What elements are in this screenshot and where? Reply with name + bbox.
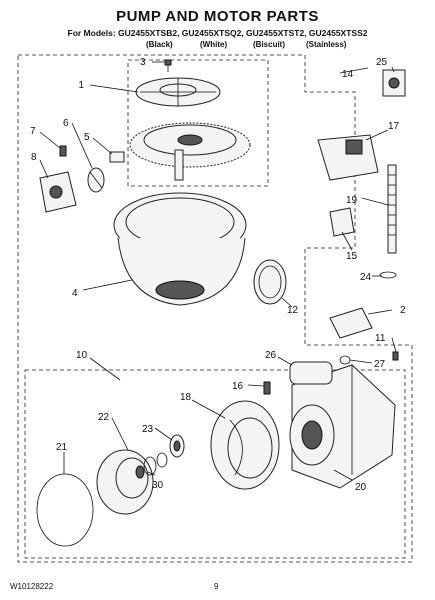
callout-4: 4 <box>72 288 78 299</box>
callout-3: 3 <box>140 57 146 68</box>
part-3-screw <box>164 59 172 72</box>
callout-10: 10 <box>76 350 88 361</box>
part-30-washer <box>135 465 145 479</box>
motor-assembly-boundary <box>24 369 406 559</box>
part-24-clamp <box>379 271 397 279</box>
part-2-cover <box>329 307 373 339</box>
callout-8: 8 <box>31 152 37 163</box>
part-12-seal <box>253 259 287 305</box>
color-label-white: (White) <box>200 40 228 49</box>
part-21-gasket <box>36 473 94 547</box>
part-17-diverter <box>317 134 379 181</box>
callout-30: 30 <box>152 480 164 491</box>
callout-24: 24 <box>360 272 372 283</box>
callout-6: 6 <box>63 118 69 129</box>
callout-15: 15 <box>346 251 358 262</box>
callout-16: 16 <box>232 381 244 392</box>
color-label-stainless: (Stainless) <box>306 40 347 49</box>
callout-20: 20 <box>355 482 367 493</box>
model-list: For Models: GU2455XTSB2, GU2455XTSQ2, GU… <box>67 28 368 38</box>
callout-26: 26 <box>265 350 277 361</box>
part-6-disc <box>87 167 105 193</box>
callout-14: 14 <box>342 69 354 80</box>
callout-12: 12 <box>287 305 299 316</box>
callout-7: 7 <box>30 126 36 137</box>
part-11-screw <box>392 351 399 361</box>
callout-17: 17 <box>388 121 400 132</box>
assembly-boundary <box>17 54 413 563</box>
callout-2: 2 <box>400 305 406 316</box>
callout-11: 11 <box>375 333 386 344</box>
part-20-motor <box>289 364 396 489</box>
callout-19: 19 <box>346 195 358 206</box>
callout-22: 22 <box>98 412 110 423</box>
part-15-bracket <box>329 207 355 237</box>
callout-23: 23 <box>142 424 154 435</box>
callout-21: 21 <box>56 442 68 453</box>
page-number: 9 <box>214 582 219 591</box>
filter-group-boundary <box>127 59 269 187</box>
part-18-impeller-housing <box>210 400 280 490</box>
part-26-capacitor <box>289 361 333 385</box>
page-title: PUMP AND MOTOR PARTS <box>116 8 319 25</box>
part-1-gear-assembly <box>129 122 251 181</box>
part-4-sump <box>113 192 247 306</box>
part-27-seal <box>339 355 351 365</box>
part-25-fitting <box>382 69 406 97</box>
callout-18: 18 <box>180 392 192 403</box>
part-8-switch <box>39 171 77 213</box>
callout-1: 1 <box>78 80 84 91</box>
part-19-hose <box>387 164 397 254</box>
document-id: W10128222 <box>10 582 54 591</box>
part-23-bearing <box>169 434 185 458</box>
color-label-black: (Black) <box>146 40 173 49</box>
callout-5: 5 <box>84 132 90 143</box>
callout-25: 25 <box>376 57 388 68</box>
part-1-filter-cover <box>135 77 221 107</box>
callout-27: 27 <box>374 359 386 370</box>
part-16-screw <box>263 381 271 395</box>
color-label-biscuit: (Biscuit) <box>253 40 285 49</box>
part-7-screw <box>59 145 67 157</box>
part-5-clip <box>109 151 125 163</box>
